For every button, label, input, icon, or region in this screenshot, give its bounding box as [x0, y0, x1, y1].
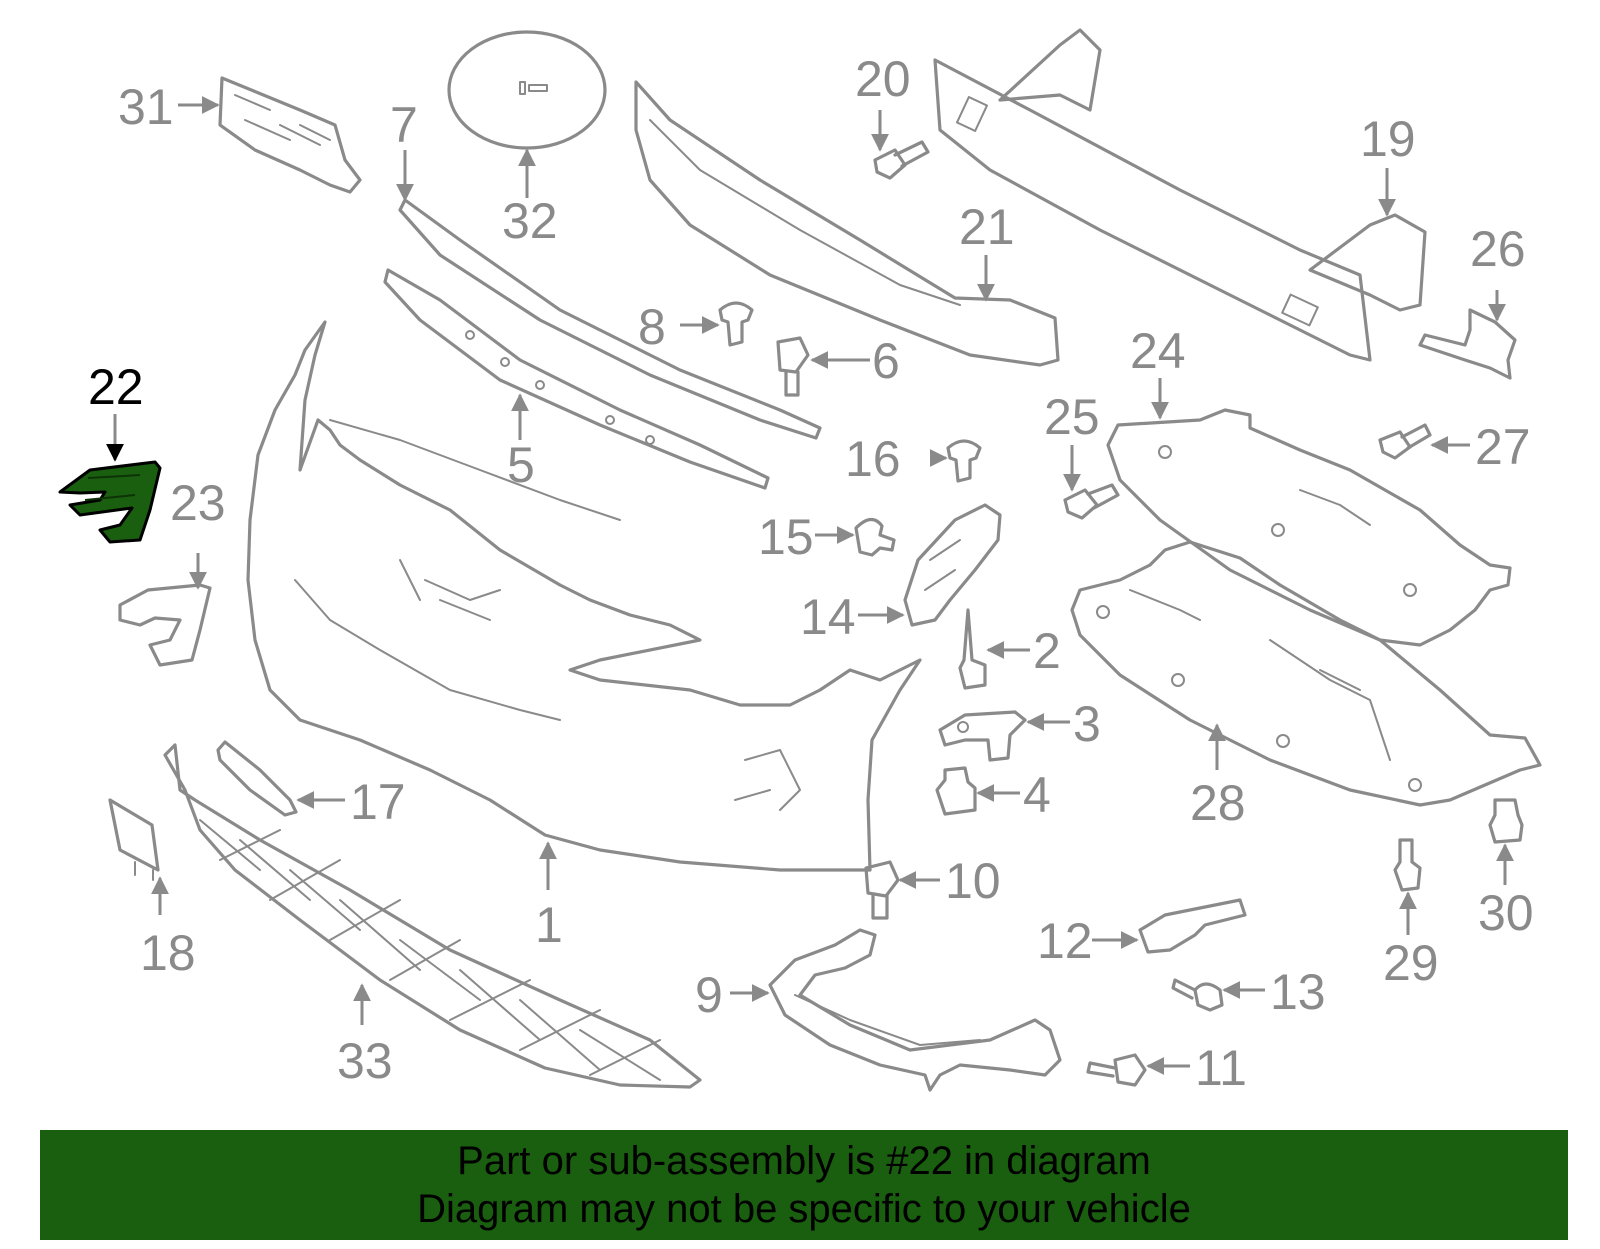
callout-3: 3 [1073, 696, 1101, 752]
part-8-clip[interactable] [718, 301, 754, 347]
part-13-screw[interactable] [1171, 978, 1224, 1012]
part-25-bolt[interactable] [1063, 483, 1120, 520]
part-23-bracket[interactable] [118, 583, 212, 667]
callout-8: 8 [638, 299, 666, 355]
callout-12: 12 [1037, 913, 1093, 969]
callout-13: 13 [1270, 964, 1326, 1020]
callout-20: 20 [855, 51, 911, 107]
callout-31: 31 [118, 79, 174, 135]
callout-15: 15 [758, 509, 814, 565]
part-20-bolt[interactable] [873, 140, 930, 180]
callout-27: 27 [1475, 419, 1531, 475]
callout-14: 14 [800, 589, 856, 645]
part-2-pin[interactable] [958, 608, 987, 690]
callout-5: 5 [507, 437, 535, 493]
part-9-bracket[interactable] [768, 928, 1062, 1092]
callout-24: 24 [1130, 323, 1186, 379]
part-6-bolt[interactable] [776, 336, 810, 397]
part-18-plate[interactable] [108, 798, 160, 881]
callout-10: 10 [945, 853, 1001, 909]
part-22-highlighted[interactable] [58, 460, 162, 544]
callout-4: 4 [1023, 767, 1051, 823]
part-10-bolt[interactable] [864, 860, 900, 920]
part-12-clip[interactable] [1138, 898, 1247, 954]
callout-2: 2 [1033, 623, 1061, 679]
banner-line-part: Part or sub-assembly is #22 in diagram [457, 1139, 1151, 1183]
part-33-grille[interactable] [163, 743, 702, 1089]
part-1-bumper-cover[interactable] [246, 320, 922, 872]
callout-9: 9 [695, 967, 723, 1023]
callout-arrows [106, 96, 1514, 1075]
callout-21: 21 [959, 199, 1015, 255]
callout-23: 23 [170, 475, 226, 531]
part-3-bracket[interactable] [938, 710, 1027, 762]
part-24-cover[interactable] [1106, 408, 1512, 647]
parts-diagram: 31 7 32 20 21 19 26 24 27 25 8 6 16 15 1… [58, 28, 1542, 1096]
part-7-upper-molding[interactable] [398, 198, 822, 440]
part-5-lower-molding[interactable] [383, 268, 770, 490]
part-30-clip[interactable] [1488, 798, 1524, 844]
part-15-clip[interactable] [854, 517, 896, 557]
part-27-bolt[interactable] [1378, 423, 1432, 460]
part-17-molding[interactable] [216, 740, 298, 817]
callout-labels: 31 7 32 20 21 19 26 24 27 25 8 6 16 15 1… [88, 51, 1534, 1096]
part-4-clip[interactable] [935, 766, 977, 816]
callout-11: 11 [1195, 1040, 1247, 1096]
callout-33: 33 [337, 1033, 393, 1089]
part-14-bracket[interactable] [903, 503, 1002, 627]
callout-18: 18 [140, 925, 196, 981]
part-21-absorber[interactable] [634, 80, 1060, 367]
callout-28: 28 [1190, 775, 1246, 831]
callout-29: 29 [1383, 935, 1439, 991]
part-28-under-cover[interactable] [1070, 540, 1542, 807]
part-26-bracket[interactable] [1418, 308, 1517, 380]
part-32-emblem[interactable] [447, 30, 607, 150]
callout-30: 30 [1478, 885, 1534, 941]
part-16-clip[interactable] [946, 439, 982, 483]
info-banner: Part or sub-assembly is #22 in diagram D… [40, 1130, 1568, 1240]
part-11-bolt[interactable] [1086, 1053, 1147, 1087]
callout-22: 22 [88, 359, 144, 415]
callout-16: 16 [845, 431, 901, 487]
callout-26: 26 [1470, 221, 1526, 277]
part-19-reinforcement[interactable] [933, 28, 1427, 362]
part-31-bracket[interactable] [218, 76, 362, 194]
callout-32: 32 [502, 193, 558, 249]
callout-1: 1 [535, 897, 563, 953]
callout-17: 17 [350, 774, 406, 830]
banner-line-disclaimer: Diagram may not be specific to your vehi… [417, 1187, 1191, 1231]
callout-19: 19 [1360, 111, 1416, 167]
part-29-clip[interactable] [1393, 838, 1422, 892]
callout-25: 25 [1044, 389, 1100, 445]
callout-6: 6 [872, 333, 900, 389]
callout-7: 7 [390, 97, 418, 153]
